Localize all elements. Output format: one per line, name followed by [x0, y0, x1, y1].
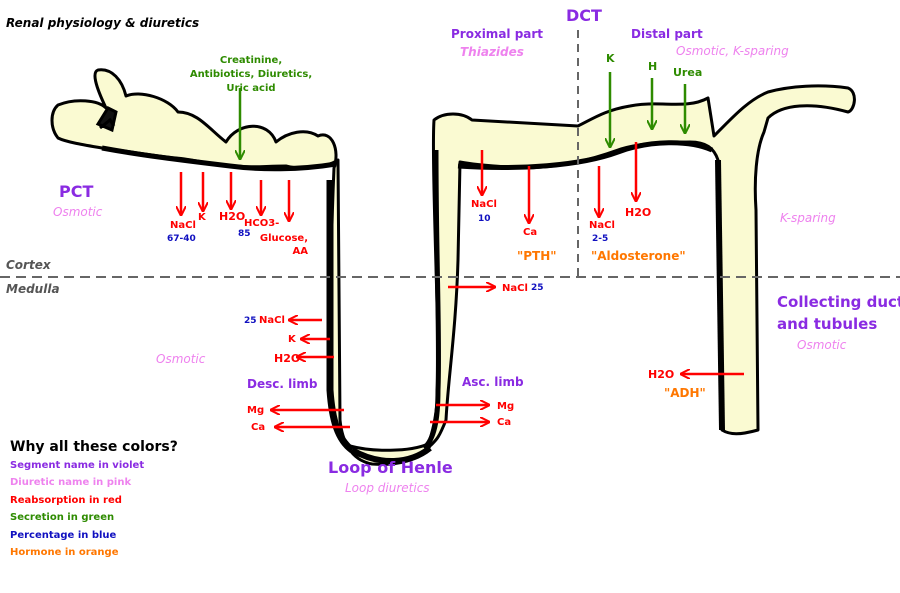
dct-ca-label: Ca: [523, 227, 538, 238]
dct-distal-diuretic: Osmotic, K-sparing: [676, 44, 789, 58]
asc-ca-label: Ca: [497, 417, 512, 428]
pct-glucose-label: Glucose, AA: [259, 233, 308, 257]
pct-nacl-percent: 67-40: [167, 234, 196, 244]
pct-name: PCT: [59, 182, 94, 201]
dct-distal-name: Distal part: [631, 27, 703, 41]
legend-item-blue: Percentage in blue: [10, 530, 117, 541]
cd-name-line1: Collecting duct: [777, 293, 900, 311]
desc-ca-label: Ca: [251, 422, 266, 433]
cd-diuretic: Osmotic: [797, 338, 847, 352]
loop-bottom-outline: [350, 445, 432, 464]
legend-item-pink: Diuretic name in pink: [10, 477, 132, 488]
desc-mg-label: Mg: [247, 405, 265, 416]
loop-osmotic-diuretic: Osmotic: [156, 352, 206, 366]
dct-h-label: H: [648, 60, 658, 73]
asc-mg-label: Mg: [497, 401, 515, 412]
legend-title: Why all these colors?: [10, 439, 178, 455]
cd-ksparing-diuretic: K-sparing: [780, 211, 836, 225]
cd-name-line2: and tubules: [777, 315, 878, 333]
dct-proximal-name: Proximal part: [451, 27, 544, 41]
legend-item-green: Secretion in green: [10, 512, 115, 523]
desc-h2o-label: H2O: [274, 352, 301, 365]
pct-diuretic: Osmotic: [53, 205, 103, 219]
legend-item-violet: Segment name in violet: [10, 460, 145, 471]
asc-nacl-label: NaCl: [502, 283, 528, 294]
pct-k-label: K: [198, 212, 206, 223]
pct-lower-outline: [101, 145, 337, 172]
cd-h2o-label: H2O: [648, 368, 675, 381]
legend-item-orange: Hormone in orange: [10, 547, 119, 558]
desc-nacl-label: NaCl: [259, 315, 285, 326]
asc-nacl-percent: 25: [531, 283, 544, 293]
loop-diuretic: Loop diuretics: [345, 481, 430, 495]
dct-proximal-diuretic: Thiazides: [460, 45, 524, 59]
dct-h2o-label: H2O: [625, 206, 652, 219]
desc-k-label: K: [288, 334, 296, 345]
pct-hco3-label: HCO3-: [244, 218, 280, 229]
dct-pth-hormone: "PTH": [517, 249, 557, 263]
dct-lower-outline: [457, 140, 714, 170]
legend-item-red: Reabsorption in red: [10, 495, 122, 506]
dct-name: DCT: [566, 6, 602, 25]
cd-adh-hormone: "ADH": [664, 386, 706, 400]
desc-nacl-percent: 25: [244, 316, 257, 326]
zone-cortex: Cortex: [6, 258, 51, 272]
glomerulus-icon: [95, 106, 118, 133]
page-title: Renal physiology & diuretics: [6, 16, 200, 30]
dct-nacl-label: NaCl: [471, 199, 497, 210]
loop-outer-outline: [326, 180, 355, 453]
pct-nacl-label: NaCl: [170, 220, 196, 231]
pct-h2o-label: H2O: [219, 210, 246, 223]
loop-inner-outline: [422, 149, 442, 450]
dct-nacl-percent: 10: [478, 214, 491, 224]
dct-aldosterone-hormone: "Aldosterone": [591, 249, 686, 263]
dct-distal-nacl-label: NaCl: [589, 220, 615, 231]
desc-limb-name: Desc. limb: [247, 377, 318, 391]
dct-distal-nacl-percent: 2-5: [592, 234, 609, 244]
dct-k-label: K: [606, 52, 615, 65]
pct-secretion-label: Creatinine, Antibiotics, Diuretics, Uric…: [189, 55, 313, 94]
dct-urea-label: Urea: [673, 66, 703, 79]
cd-outline: [715, 159, 725, 431]
pct-hco3-percent: 85: [238, 229, 251, 239]
zone-medulla: Medulla: [6, 282, 60, 296]
asc-limb-name: Asc. limb: [462, 375, 524, 389]
loop-name: Loop of Henle: [328, 458, 453, 477]
